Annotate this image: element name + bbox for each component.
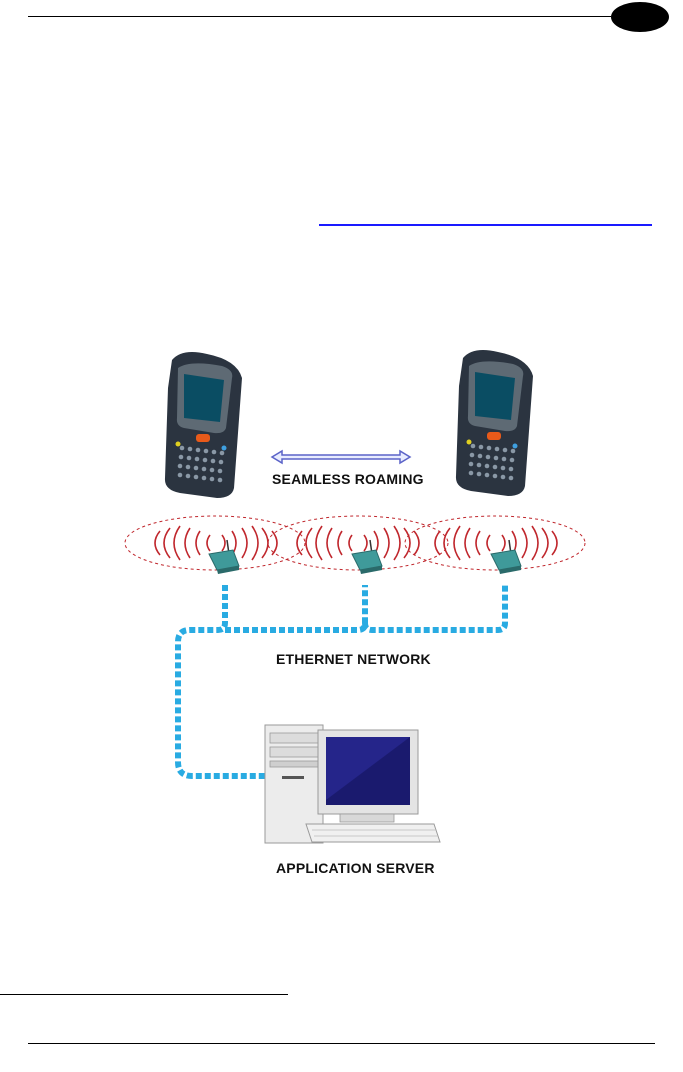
right-terminal-image [456,350,533,496]
roaming-arrow [272,451,410,463]
server-computer-image [265,725,440,843]
diagram-canvas [100,330,600,885]
hyperlink-underline[interactable] [319,224,652,226]
header-rule [28,16,611,17]
seamless-roaming-label: SEAMLESS ROAMING [272,471,424,487]
ethernet-network-label: ETHERNET NETWORK [276,651,431,667]
footer-rule [28,1043,655,1044]
left-terminal-image [165,352,242,498]
application-server-label: APPLICATION SERVER [276,860,435,874]
page-number-badge [611,2,669,32]
network-diagram: SEAMLESS ROAMING ETHERNET NETWORK APPLIC… [100,330,600,885]
footnote-separator [0,994,288,995]
